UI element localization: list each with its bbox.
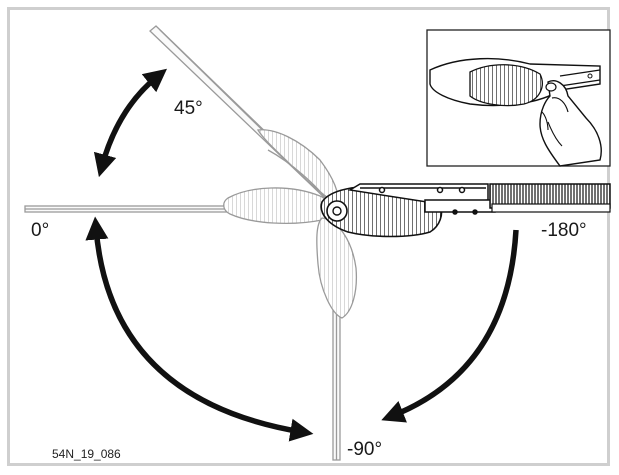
label-neg180-degrees: -180° [541, 220, 587, 241]
arrow-45-to-0 [93, 68, 168, 178]
hedge-trimmer-handle-grip [489, 183, 611, 213]
arrow-0-to-neg90 [85, 216, 314, 442]
figure-code: 54N_19_086 [52, 447, 121, 461]
label-0-degrees: 0° [31, 220, 50, 241]
inset-detail-unlock-button [426, 29, 611, 167]
blade-0-degree-position [24, 187, 330, 225]
label-45-degrees: 45° [174, 98, 203, 119]
label-neg90-degrees: -90° [347, 439, 383, 460]
blade-neg90-degree-position [316, 217, 358, 461]
arrow-neg180-to-neg90 [381, 229, 519, 423]
